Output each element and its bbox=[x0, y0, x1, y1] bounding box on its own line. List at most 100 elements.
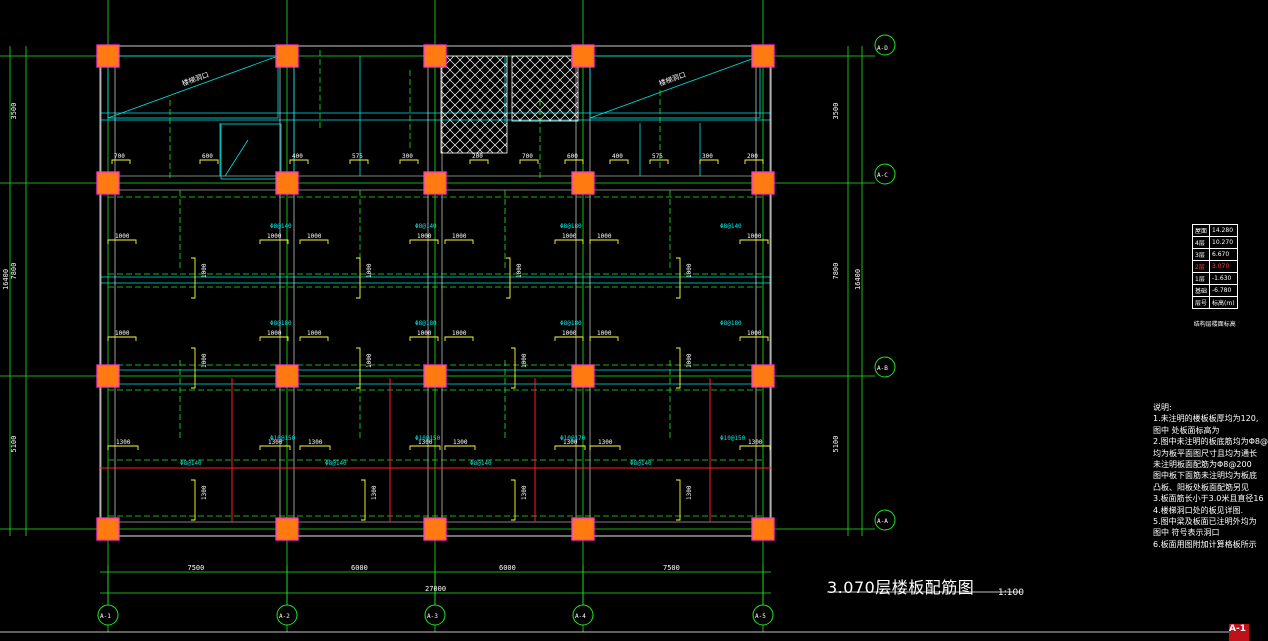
rebar-hook bbox=[289, 159, 309, 164]
rebar-spec: Φ8@180 bbox=[270, 320, 292, 327]
rebar-hook bbox=[259, 445, 291, 450]
rebar-hook bbox=[259, 336, 289, 341]
rebar-spec: Φ10@150 bbox=[415, 435, 441, 442]
rebar-marks bbox=[100, 50, 771, 522]
rebar-hook-v bbox=[361, 479, 366, 521]
rebar-hook-v bbox=[191, 347, 196, 389]
column bbox=[96, 517, 120, 541]
column bbox=[571, 171, 595, 195]
axis-label: A-4 bbox=[575, 613, 586, 620]
bay-depth: 7800 bbox=[832, 263, 840, 280]
bay-depth: 7800 bbox=[10, 263, 18, 280]
rebar-length: 1000 bbox=[267, 330, 282, 337]
note-line: 4.楼梯洞口处的板见详图. bbox=[1153, 505, 1244, 515]
rebar-length: 400 bbox=[612, 153, 623, 160]
total-width: 27000 bbox=[425, 585, 446, 593]
note-line: 图中板下面筋未注明均为板底 bbox=[1153, 471, 1257, 481]
column bbox=[751, 44, 775, 68]
rebar-length: 1000 bbox=[307, 330, 322, 337]
note-line: 凸板、阳板处板面配筋另见 bbox=[1153, 482, 1249, 492]
note-line: 6.板面用图附加计算格板所示 bbox=[1153, 539, 1257, 549]
note-line: 未注明板面配筋为Φ8@200 bbox=[1153, 460, 1252, 470]
axis-bubble bbox=[424, 604, 446, 626]
rebar-hook-v bbox=[676, 479, 681, 521]
total-depth: 16400 bbox=[854, 269, 862, 290]
elevation-floor: 2层 bbox=[1191, 260, 1211, 273]
notes-heading: 说明: bbox=[1153, 403, 1172, 412]
note-line: 3.板面筋长小于3.0米且直径16 bbox=[1153, 494, 1264, 504]
column bbox=[96, 364, 120, 388]
column bbox=[275, 517, 299, 541]
rebar-hook bbox=[554, 445, 586, 450]
axis-bubble bbox=[276, 604, 298, 626]
column bbox=[96, 44, 120, 68]
rebar-length: 1000 bbox=[115, 233, 130, 240]
rebar-hook bbox=[609, 159, 629, 164]
elevation-value: 标高(m) bbox=[1209, 296, 1238, 309]
shaft-hatch-right bbox=[511, 55, 579, 122]
bay-depth: 3500 bbox=[10, 103, 18, 120]
elevation-floor: 1层 bbox=[1191, 272, 1211, 285]
column bbox=[751, 171, 775, 195]
rebar-length: 300 bbox=[702, 153, 713, 160]
rebar-hook bbox=[554, 336, 584, 341]
rebar-length: 300 bbox=[402, 153, 413, 160]
rebar-length: 575 bbox=[652, 153, 663, 160]
bay-width: 7500 bbox=[188, 564, 205, 572]
axis-badge[interactable]: A-1 bbox=[1229, 624, 1249, 641]
rebar-spec: Φ8@140 bbox=[415, 223, 437, 230]
axis-label: A-A bbox=[877, 518, 888, 525]
rebar-length-v: 1000 bbox=[686, 263, 693, 278]
bay-depth: 5100 bbox=[832, 436, 840, 453]
axis-label: A-5 bbox=[755, 613, 766, 620]
rebar-length: 600 bbox=[202, 153, 213, 160]
opening-right bbox=[589, 55, 761, 119]
opening-label: 楼梯洞口 bbox=[181, 70, 210, 88]
rebar-spec: Φ10@150 bbox=[720, 435, 746, 442]
rebar-hook-v bbox=[356, 257, 361, 299]
rebar-spec: Φ10@170 bbox=[560, 435, 586, 442]
axis-label: A-D bbox=[877, 45, 888, 52]
elevation-table-caption: 结构层楼面标高 bbox=[1193, 321, 1236, 328]
shaft-hatch-left bbox=[440, 55, 508, 154]
rebar-hook bbox=[589, 336, 619, 341]
columns bbox=[96, 44, 775, 541]
bay-depth: 5100 bbox=[10, 436, 18, 453]
drawing-title: 3.070层楼板配筋图 bbox=[827, 578, 975, 597]
axis-label: A-3 bbox=[427, 613, 438, 620]
rebar-length: 1300 bbox=[453, 439, 468, 446]
rebar-spec: Φ8@140 bbox=[270, 223, 292, 230]
rebar-length-v: 1300 bbox=[201, 485, 208, 500]
rebar-hook bbox=[444, 445, 476, 450]
rebar-length-v: 1000 bbox=[366, 263, 373, 278]
elevation-floor: 屋面 bbox=[1191, 224, 1211, 237]
axis-label: A-2 bbox=[279, 613, 290, 620]
column bbox=[423, 364, 447, 388]
rebar-length: 1000 bbox=[597, 330, 612, 337]
rebar-spec: Φ8@140 bbox=[470, 460, 492, 467]
rebar-hook bbox=[111, 159, 131, 164]
rebar-hook-v bbox=[676, 257, 681, 299]
elevation-value: 3.070 bbox=[1209, 260, 1238, 273]
rebar-length: 1000 bbox=[452, 233, 467, 240]
rebar-spec: Φ8@140 bbox=[180, 460, 202, 467]
column bbox=[751, 364, 775, 388]
axis-bubble bbox=[97, 604, 119, 626]
axis-bubble bbox=[874, 356, 896, 378]
rebar-hook-v bbox=[511, 479, 516, 521]
bay-width: 6000 bbox=[351, 564, 368, 572]
rebar-length: 700 bbox=[522, 153, 533, 160]
rebar-hook bbox=[299, 336, 329, 341]
rebar-length: 1300 bbox=[598, 439, 613, 446]
rebar-length: 600 bbox=[567, 153, 578, 160]
rebar-spec: Φ8@140 bbox=[720, 223, 742, 230]
rebar-hook bbox=[744, 159, 764, 164]
rebar-hook bbox=[299, 445, 331, 450]
